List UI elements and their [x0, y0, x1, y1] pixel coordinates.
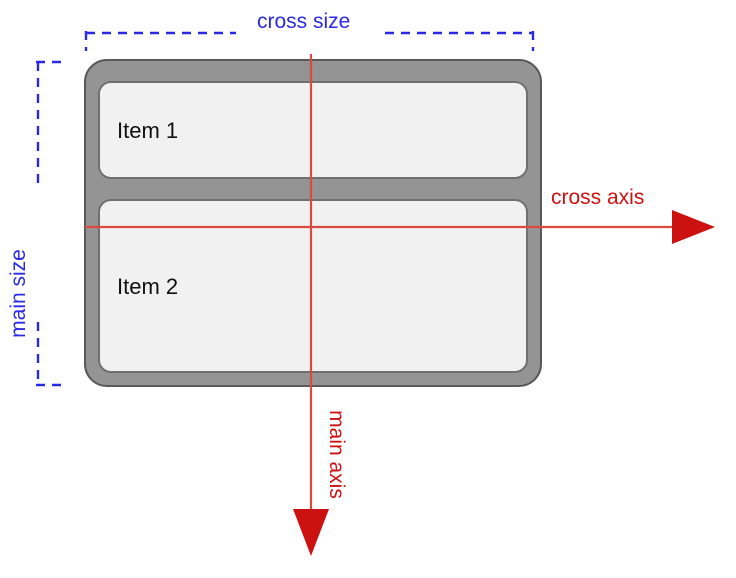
main-axis-label: main axis	[324, 410, 348, 499]
main-axis-arrowhead	[293, 509, 329, 556]
cross-size-bracket	[84, 31, 535, 51]
main-axis-arrow	[293, 54, 329, 556]
flex-item-1	[98, 81, 528, 179]
cross-axis-arrow	[85, 210, 715, 244]
cross-axis-arrowhead	[672, 210, 715, 244]
flex-item-1-label: Item 1	[117, 118, 179, 143]
main-size-label: main size	[6, 249, 30, 338]
cross-size-label: cross size	[257, 10, 351, 33]
cross-axis-label: cross axis	[551, 186, 645, 209]
flex-item-2	[98, 199, 528, 373]
flex-item-2-label: Item 2	[117, 274, 179, 299]
main-size-bracket	[36, 60, 62, 387]
